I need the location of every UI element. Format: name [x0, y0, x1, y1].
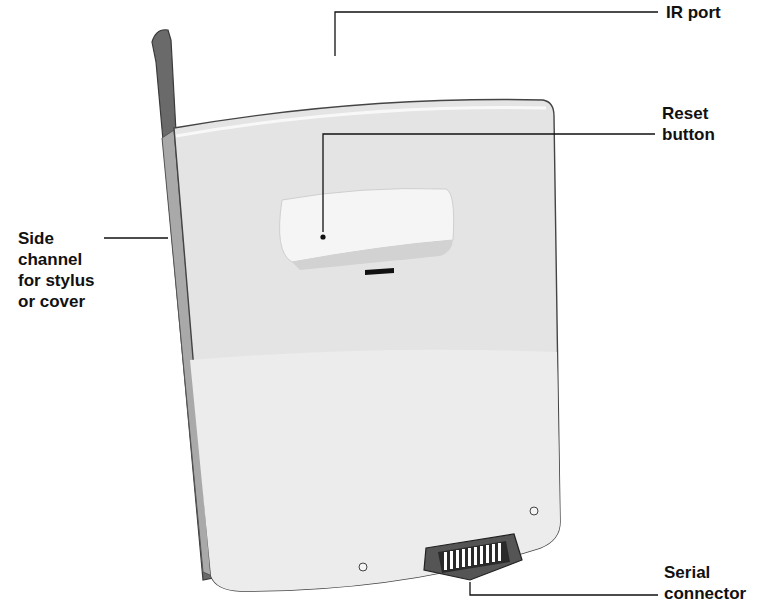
leader-lines [104, 12, 658, 595]
leader-serial [470, 582, 658, 595]
callout-label: Serial connector [664, 562, 774, 604]
screw-hole [530, 507, 538, 515]
leader-ir [335, 12, 658, 56]
leader-reset [323, 134, 655, 232]
slot [365, 268, 394, 275]
callout-label: IR port [666, 2, 766, 23]
connector-pins [444, 543, 501, 570]
highlight [176, 108, 546, 136]
screw-hole [359, 563, 367, 571]
lower-panel [190, 350, 560, 591]
window-shadow [292, 240, 453, 270]
callout-label: Reset button [662, 103, 742, 145]
leader-side [104, 237, 168, 238]
callout-label: Side channel for stylus or cover [18, 228, 108, 312]
reset-hole [320, 234, 325, 239]
serial-connector [424, 534, 522, 580]
connector-pins-bed [438, 541, 510, 573]
device-body [174, 100, 560, 591]
